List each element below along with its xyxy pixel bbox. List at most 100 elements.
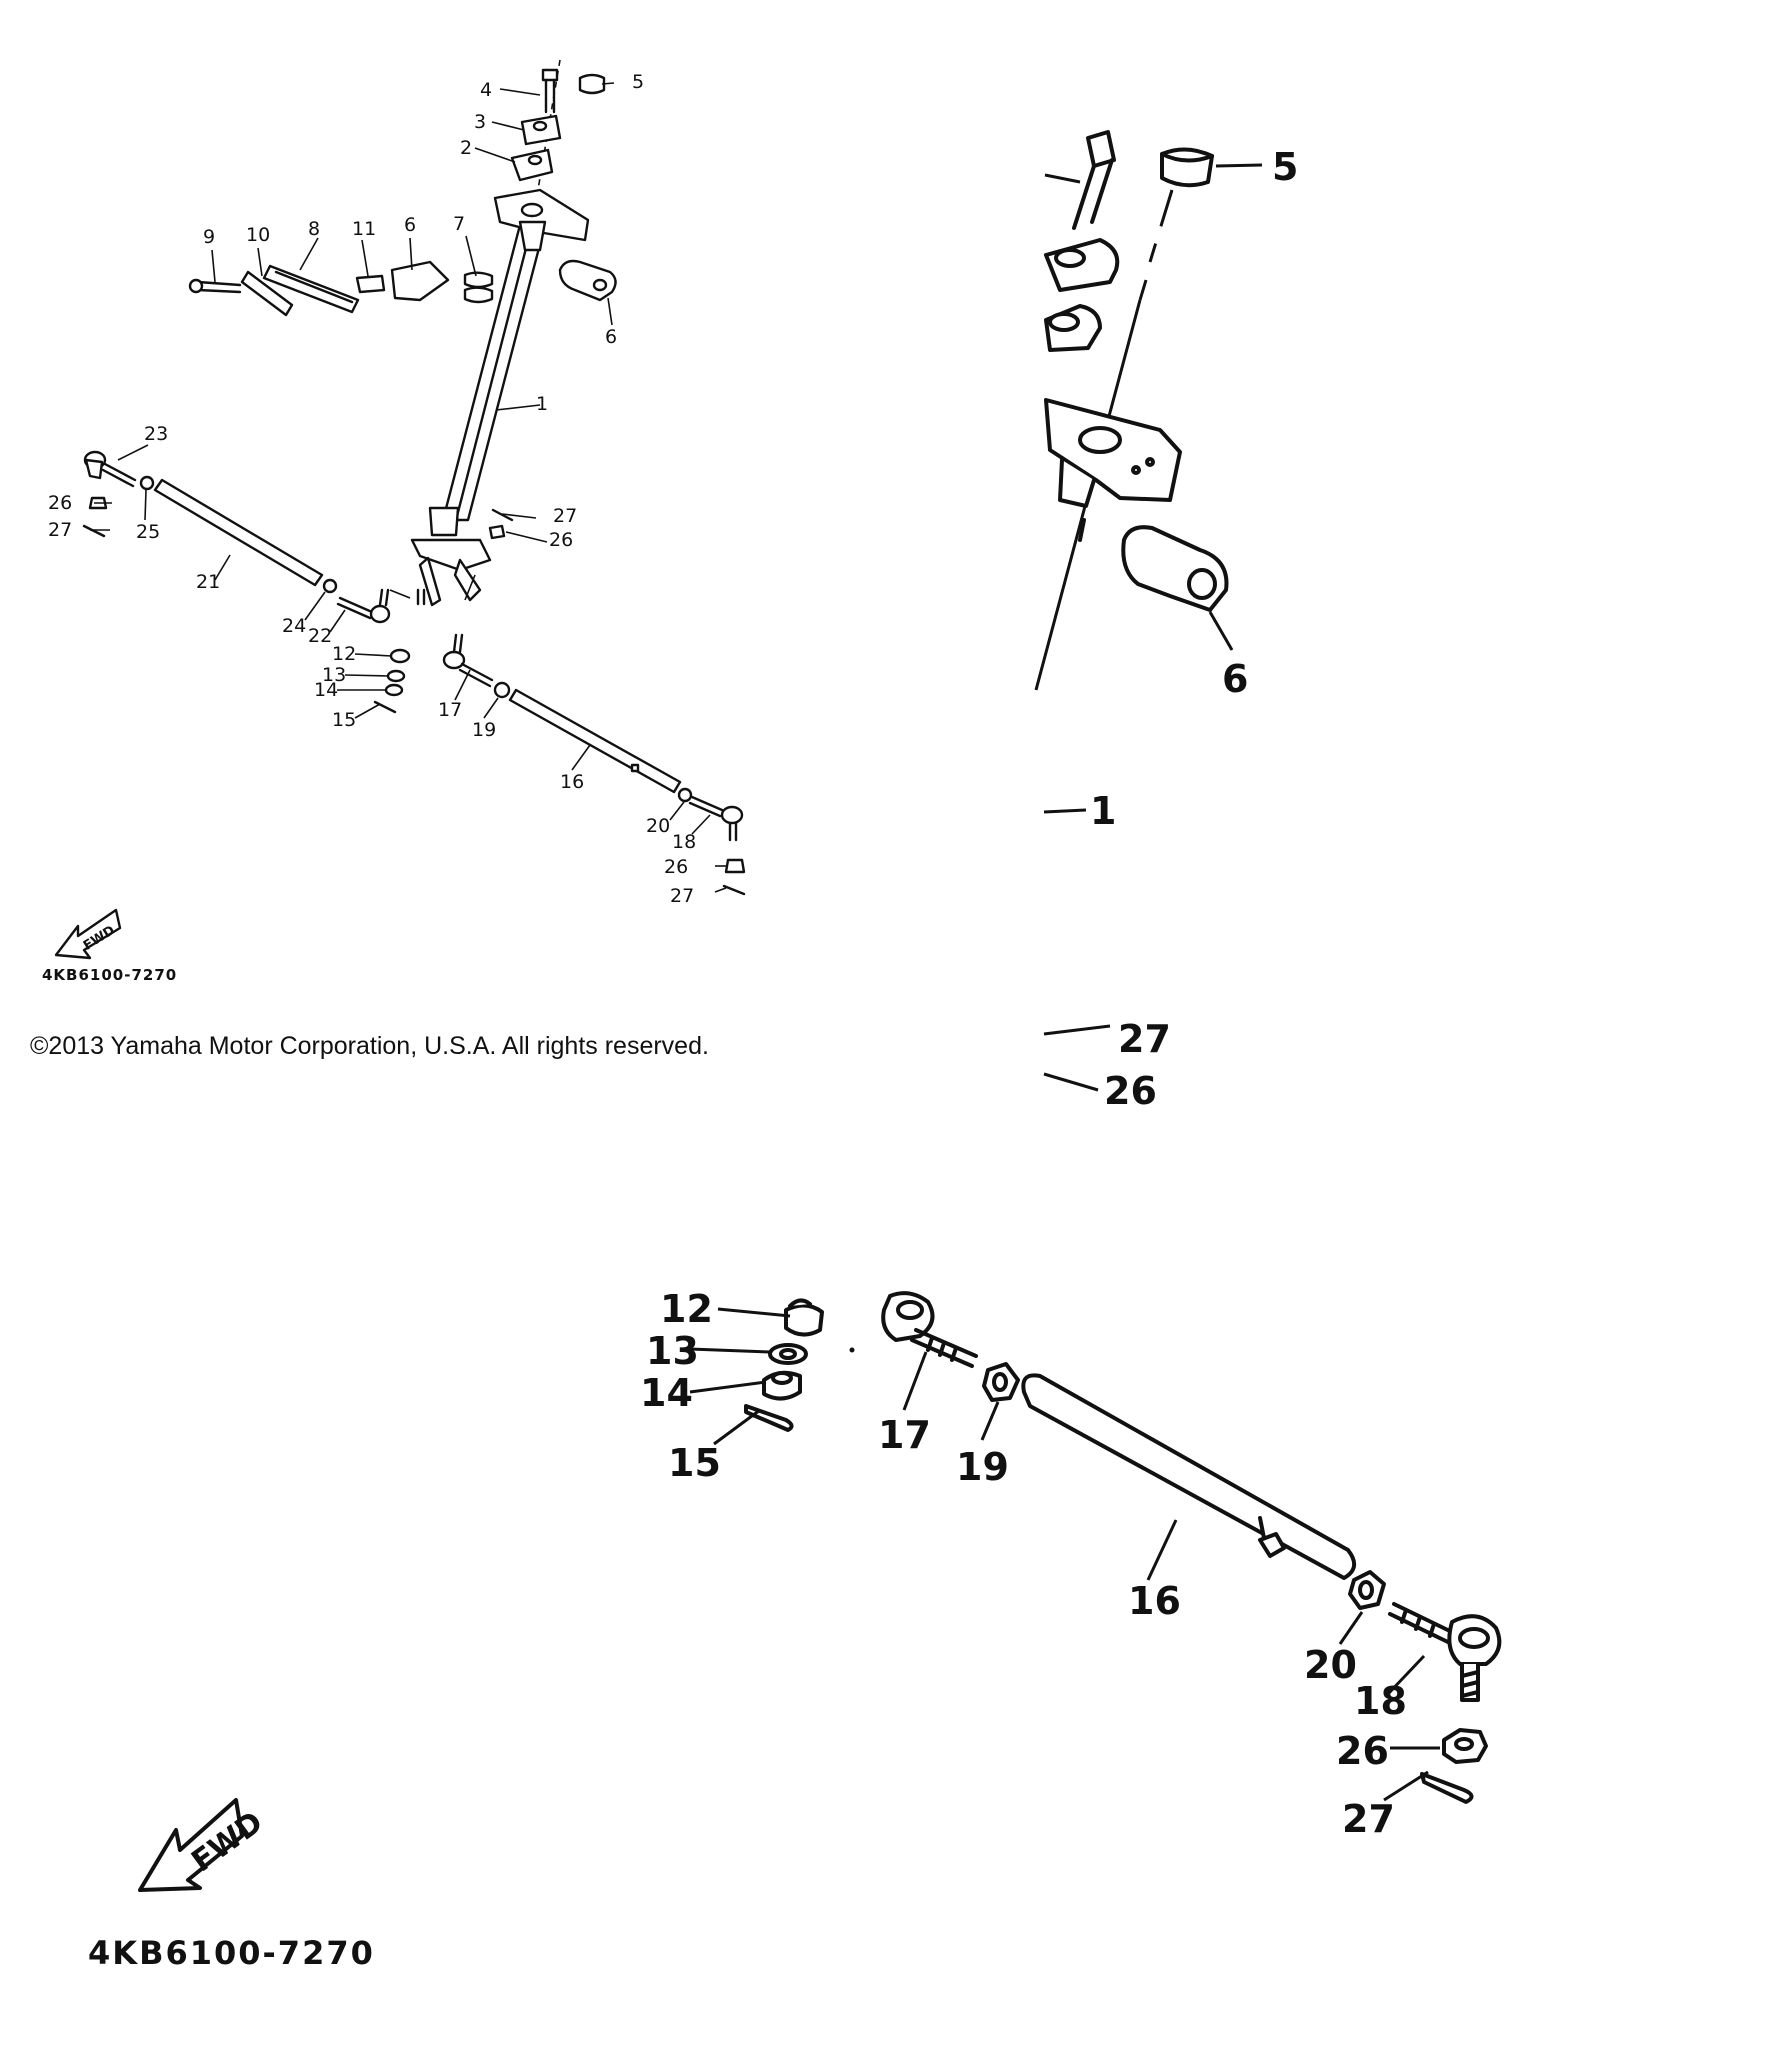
- label-part-9: 9: [203, 226, 215, 248]
- label-part-19: 19: [472, 719, 496, 741]
- zoom-holder-upper: [1044, 238, 1120, 292]
- zoom-leader-27: [1043, 1024, 1111, 1036]
- zoom-label-part-15: 15: [668, 1441, 721, 1485]
- fwd-arrow-large: FWD: [138, 1798, 269, 1892]
- label-part-26c: 26: [664, 856, 688, 878]
- pitman-arm: [389, 506, 492, 607]
- label-part-3: 3: [474, 111, 486, 133]
- zoom-holder-lower: [1044, 304, 1102, 352]
- zoom-label-part-13: 13: [646, 1329, 699, 1373]
- label-part-26a: 26: [48, 492, 72, 514]
- nut-25: [139, 475, 155, 491]
- zoom-label-part-19: 19: [956, 1445, 1009, 1489]
- fwd-arrow-small: FWD: [54, 908, 122, 960]
- label-part-20: 20: [646, 815, 670, 837]
- nut-14: [384, 683, 404, 697]
- zoom-leader-15: [713, 1408, 761, 1446]
- overview-diagram: 4 5 3 2 9 10 8 11 6 7 6 1 23 26 27 25 21…: [30, 59, 746, 1060]
- nut-26c: [724, 858, 746, 874]
- zoom-label-part-14: 14: [640, 1371, 693, 1415]
- label-part-26b: 26: [549, 529, 573, 551]
- handlebar-holder-upper: [520, 114, 562, 146]
- zoom-tie-rod-16: [1021, 1373, 1356, 1581]
- upper-bracket: [493, 188, 590, 252]
- zoom-nut-14: [762, 1370, 802, 1401]
- zoom-label-part-27: 27: [1342, 1797, 1395, 1841]
- label-part-25: 25: [136, 521, 160, 543]
- zoom-clamp: [1121, 525, 1234, 651]
- left-assembly: [188, 260, 494, 317]
- label-part-15: 15: [332, 709, 356, 731]
- zoom-label-part-18: 18: [1354, 1679, 1407, 1723]
- zoom-label-part-26: 26: [1104, 1069, 1157, 1113]
- nut-24: [322, 578, 338, 594]
- label-part-21: 21: [196, 571, 220, 593]
- zoom-leader-1: [1043, 808, 1087, 814]
- tie-rod-left: [153, 478, 324, 587]
- zoom-dot: [849, 1347, 855, 1353]
- cotter-pin-15: [373, 700, 397, 714]
- label-part-4: 4: [480, 79, 492, 101]
- zoom-nut-19: [980, 1362, 1020, 1441]
- label-part-27a: 27: [48, 519, 72, 541]
- label-part-11: 11: [352, 218, 376, 240]
- zoom-leader-26: [1043, 1072, 1099, 1092]
- label-part-17: 17: [438, 699, 462, 721]
- zoom-label-part-27: 27: [1118, 1017, 1171, 1061]
- zoom-label-part-20: 20: [1304, 1643, 1357, 1687]
- zoom-axis: [1138, 189, 1174, 301]
- label-part-8: 8: [308, 218, 320, 240]
- label-part-14: 14: [314, 679, 338, 701]
- zoom-bottom-diagram: 12 13 14 15 17 19 16 20 18 26 27 FWD 4KB…: [88, 1287, 1502, 1972]
- overview-labels: 4 5 3 2 9 10 8 11 6 7 6 1 23 26 27 25 21…: [48, 71, 696, 907]
- cap: [578, 73, 606, 95]
- copyright-notice: ©2013 Yamaha Motor Corporation, U.S.A. A…: [30, 1032, 709, 1060]
- zoom-holder-bolt: [1044, 130, 1116, 230]
- label-part-2: 2: [460, 137, 472, 159]
- zoom-cotter-pin-15: [744, 1404, 794, 1432]
- zoom-label-part-6: 6: [1222, 657, 1248, 701]
- nut-19: [493, 681, 511, 699]
- zoom-cap: [1160, 147, 1263, 188]
- nut-20: [677, 787, 693, 803]
- rod-end-17: [442, 633, 494, 688]
- rod-end-18: [688, 795, 744, 842]
- zoom-cotter-pin-27: [1383, 1770, 1474, 1804]
- zoom-label-part-17: 17: [878, 1413, 931, 1457]
- nut-26b: [488, 524, 506, 540]
- label-part-5: 5: [632, 71, 644, 93]
- cotter-pin-27a: [82, 524, 106, 538]
- zoom-leader-12: [717, 1307, 791, 1318]
- label-part-22: 22: [308, 625, 332, 647]
- zoom-label-part-12: 12: [660, 1287, 713, 1331]
- zoom-nut-26: [1390, 1728, 1488, 1764]
- zoom-top-diagram: 5 6 1 27 26: [1034, 130, 1298, 1113]
- tie-rod-right: [508, 688, 682, 794]
- label-part-27c: 27: [670, 885, 694, 907]
- handlebar-holder-lower: [510, 148, 554, 182]
- zoom-label-part-5: 5: [1272, 145, 1298, 189]
- zoom-label-part-16: 16: [1128, 1579, 1181, 1623]
- diagram-code-large: 4KB6100-7270: [88, 1934, 375, 1972]
- label-part-13: 13: [322, 664, 346, 686]
- label-part-18: 18: [672, 831, 696, 853]
- label-part-27b: 27: [553, 505, 577, 527]
- label-part-7: 7: [453, 213, 465, 235]
- bush-12: [389, 648, 411, 664]
- zoom-bush-12: [784, 1298, 824, 1337]
- label-part-6b: 6: [605, 326, 617, 348]
- diagram-code-small: 4KB6100-7270: [42, 966, 177, 984]
- label-part-10: 10: [246, 224, 270, 246]
- cotter-pin-27b: [491, 508, 514, 522]
- zoom-upper-bracket: [1044, 398, 1182, 542]
- label-part-23: 23: [144, 423, 168, 445]
- label-part-12: 12: [332, 643, 356, 665]
- zoom-rod-end-18: [1386, 1602, 1502, 1702]
- cotter-pin-27c: [722, 884, 746, 896]
- zoom-nut-20: [1338, 1570, 1386, 1645]
- zoom-label-part-26: 26: [1336, 1729, 1389, 1773]
- label-part-16: 16: [560, 771, 584, 793]
- overview-leaders: [90, 82, 727, 893]
- zoom-leader-14: [689, 1380, 767, 1394]
